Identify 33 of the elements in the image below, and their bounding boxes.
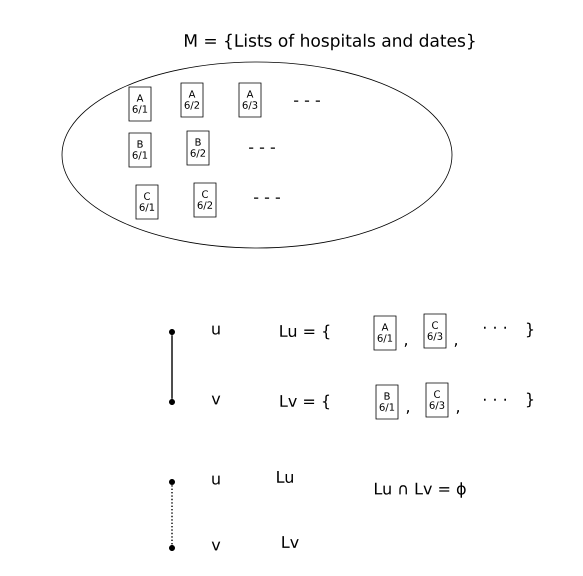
element-box: C 6/3 (426, 382, 448, 418)
text-label: - - - (254, 198, 280, 199)
element-box: C 6/3 (424, 314, 446, 348)
text-label: Lu = { (280, 324, 330, 340)
text-label: - - - (249, 148, 275, 149)
element-box: C 6/1 (136, 184, 158, 220)
text-label: , (406, 410, 409, 414)
text-label: - - - (294, 100, 320, 102)
text-label: · · · (484, 326, 506, 329)
text-label: Lv (282, 536, 299, 548)
vertex-label: v (212, 396, 220, 404)
text-label: Lu (277, 471, 293, 483)
element-box: A 6/2 (180, 82, 204, 118)
element-box: A 6/3 (238, 82, 262, 118)
vertex-label: u (212, 325, 220, 335)
text-label: Lu ∩ Lv = ϕ (375, 482, 466, 498)
vertex-label: v (212, 542, 220, 550)
edge-line (171, 335, 173, 399)
set-title: M = {Lists of hospitals and dates} (185, 34, 475, 50)
vertex-label: u (212, 475, 220, 485)
text-label: , (454, 343, 457, 347)
element-box: B 6/2 (186, 130, 210, 166)
text-label: , (404, 343, 407, 347)
text-label: · · · (484, 398, 506, 401)
element-box: C 6/2 (194, 182, 216, 218)
edge-line (171, 485, 173, 545)
element-box: B 6/1 (128, 132, 152, 168)
text-label: Lv = { (280, 394, 330, 410)
element-box: A 6/1 (374, 316, 396, 350)
text-label: } (526, 392, 534, 408)
element-box: A 6/1 (128, 86, 152, 122)
element-box: B 6/1 (376, 384, 398, 420)
text-label: } (526, 322, 534, 338)
